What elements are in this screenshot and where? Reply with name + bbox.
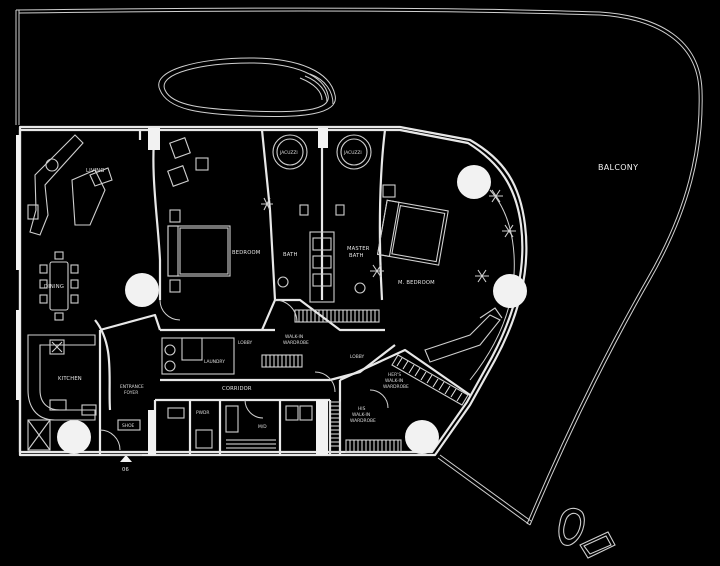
label-his-1: HIS [358, 406, 366, 412]
entrance-marker [110, 454, 142, 462]
label-his-3: WARDROBE [350, 418, 376, 424]
label-living: LIVING [86, 168, 105, 174]
label-master-bath-1: MASTER [347, 246, 370, 252]
label-lobby-left: LOBBY [238, 340, 253, 346]
label-bath: BATH [283, 252, 298, 258]
service-fixtures [117, 405, 313, 449]
label-laundry: LAUNDRY [204, 359, 225, 365]
label-kitchen: KITCHEN [58, 376, 82, 382]
door-swings [99, 299, 389, 451]
label-walkin-1: WALK-IN [285, 334, 303, 340]
label-unit-number: 06 [122, 467, 129, 473]
plants [261, 189, 516, 283]
label-corridor: CORRIDOR [222, 386, 252, 392]
balcony-furniture [558, 507, 616, 559]
structural-columns [16, 128, 328, 455]
label-entrance-1: ENTRANCE [120, 384, 144, 390]
label-balcony: BALCONY [598, 163, 638, 172]
room-labels: BALCONY LIVING DINING KITCHEN BEDROOM LA… [44, 150, 638, 473]
living-furniture [27, 134, 113, 236]
label-bedroom: BEDROOM [232, 250, 260, 256]
outer-boundary [15, 7, 703, 526]
kitchen-fixtures [27, 334, 97, 451]
label-shoe: SHOE [122, 423, 135, 429]
dining-table [39, 251, 79, 321]
bedroom-furniture [161, 137, 235, 375]
label-master-bath-2: BATH [349, 253, 364, 259]
label-md: M/D [258, 424, 267, 430]
planter-oval [158, 57, 336, 118]
wardrobe-hatching [261, 309, 469, 453]
label-hers-3: WARDROBE [383, 384, 409, 390]
master-bedroom-furniture [376, 184, 503, 363]
label-m-bedroom: M. BEDROOM [398, 280, 435, 286]
label-hers-2: WALK-IN [385, 378, 403, 384]
label-entrance-2: FOYER [124, 390, 138, 396]
label-walkin-2: WARDROBE [283, 340, 309, 346]
label-jacuzzi-left: JACUZZI [279, 150, 298, 156]
label-dining: DINING [44, 284, 64, 290]
label-pwdr: PWDR [196, 410, 209, 416]
label-jacuzzi-right: JACUZZI [343, 150, 362, 156]
jacuzzi-tubs [272, 134, 372, 170]
label-his-2: WALK-IN [352, 412, 370, 418]
label-lobby-center: LOBBY [350, 354, 365, 360]
round-columns [57, 165, 527, 454]
label-hers-1: HER'S [388, 372, 401, 378]
bath-fixtures [277, 204, 366, 303]
